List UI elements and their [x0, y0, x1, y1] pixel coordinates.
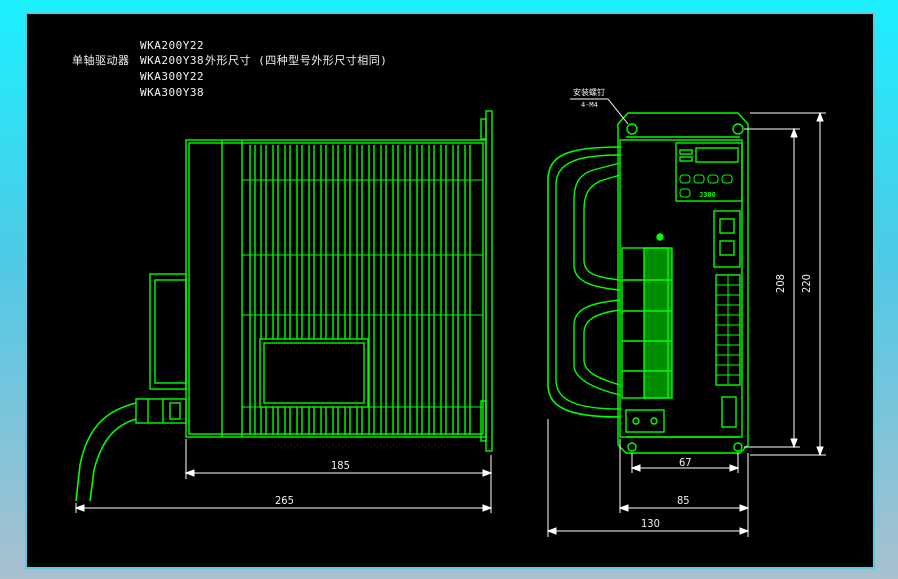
side-view	[75, 110, 493, 502]
front-view	[547, 112, 749, 454]
dim-front-total: 130	[641, 517, 660, 530]
dim-side-depth: 185	[331, 459, 350, 472]
cad-drawing-canvas: 单轴驱动器 WKA200Y22 WKA200Y38 外形尺寸 (四种型号外形尺寸…	[27, 14, 873, 567]
mounting-flange	[485, 110, 493, 452]
heatsink-profile	[547, 146, 621, 418]
keypad-button	[721, 174, 733, 184]
mount-hole-br	[733, 442, 743, 452]
side-body-inner	[188, 142, 484, 435]
encoder-port	[721, 396, 737, 428]
mount-hole-bl	[627, 442, 637, 452]
cable-gland	[135, 398, 187, 424]
keypad-button	[693, 174, 705, 184]
dim-total-height: 220	[799, 274, 813, 293]
panel-brand: J300	[699, 191, 716, 199]
mount-screw-label: 安装螺钉	[573, 88, 605, 97]
model-1: WKA200Y22	[140, 39, 205, 52]
power-led	[656, 233, 664, 241]
keypad-button	[679, 188, 691, 198]
keypad-button	[679, 174, 691, 184]
dim-side-total: 265	[275, 494, 294, 507]
display-panel	[675, 142, 743, 202]
dim-hole-height: 208	[773, 274, 787, 293]
cad-drawing	[74, 98, 826, 537]
front-mounting-plate	[617, 112, 749, 454]
led-display	[695, 147, 739, 163]
ground-terminal	[625, 409, 665, 433]
dim-front-holes: 67	[679, 456, 692, 469]
model-4: WKA300Y38	[140, 86, 205, 99]
model-2: WKA200Y38	[140, 54, 205, 67]
model-3: WKA300Y22	[140, 70, 205, 83]
dimension-lines	[74, 98, 826, 537]
keypad-button	[707, 174, 719, 184]
title-prefix: 单轴驱动器	[72, 54, 130, 67]
mount-screw-spec: 4-M4	[581, 101, 598, 109]
title-suffix: 外形尺寸 (四种型号外形尺寸相同)	[205, 54, 388, 67]
mount-hole-tl	[626, 123, 638, 135]
dim-front-body: 85	[677, 494, 690, 507]
power-cable	[75, 402, 137, 502]
comm-port-block	[713, 210, 741, 268]
mount-hole-tr	[732, 123, 744, 135]
